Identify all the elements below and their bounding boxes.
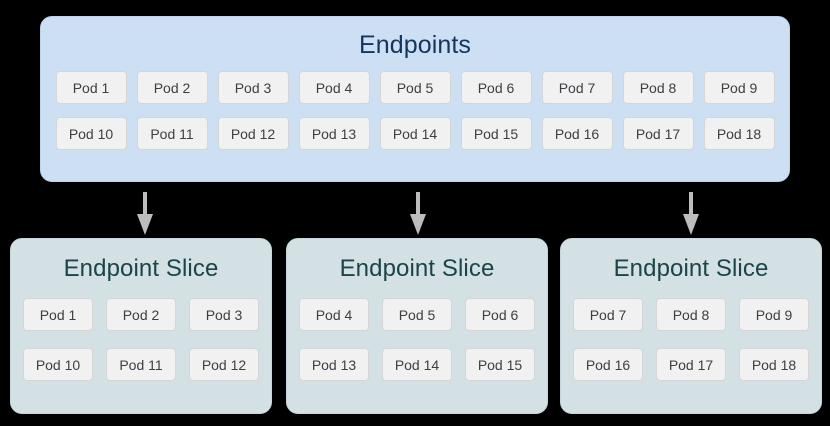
- pod-chip[interactable]: Pod 7: [541, 71, 613, 104]
- pod-chip[interactable]: Pod 11: [136, 117, 208, 150]
- arrow-down-icon: [407, 192, 429, 236]
- pod-chip[interactable]: Pod 5: [382, 298, 452, 331]
- pod-chip[interactable]: Pod 4: [299, 298, 369, 331]
- pod-chip[interactable]: Pod 3: [217, 71, 289, 104]
- pod-chip[interactable]: Pod 4: [298, 71, 370, 104]
- arrow-down-icon: [680, 192, 702, 236]
- pod-chip[interactable]: Pod 10: [55, 117, 127, 150]
- pod-chip[interactable]: Pod 5: [379, 71, 451, 104]
- pod-chip[interactable]: Pod 17: [622, 117, 694, 150]
- pod-chip[interactable]: Pod 9: [739, 298, 809, 331]
- pod-chip[interactable]: Pod 10: [23, 348, 93, 381]
- pod-chip[interactable]: Pod 15: [460, 117, 532, 150]
- endpoint-slice-panel-3: Endpoint Slice Pod 7 Pod 8 Pod 9 Pod 16 …: [560, 238, 822, 414]
- pod-chip[interactable]: Pod 1: [55, 71, 127, 104]
- pod-chip[interactable]: Pod 18: [703, 117, 775, 150]
- pod-chip[interactable]: Pod 14: [379, 117, 451, 150]
- slice-pod-row-2: Pod 16 Pod 17 Pod 18: [561, 348, 821, 381]
- pod-chip[interactable]: Pod 14: [382, 348, 452, 381]
- pod-chip[interactable]: Pod 16: [541, 117, 613, 150]
- pod-chip[interactable]: Pod 2: [106, 298, 176, 331]
- pod-chip[interactable]: Pod 9: [703, 71, 775, 104]
- pod-chip[interactable]: Pod 17: [656, 348, 726, 381]
- pod-chip[interactable]: Pod 13: [298, 117, 370, 150]
- endpoints-pod-row-1: Pod 1 Pod 2 Pod 3 Pod 4 Pod 5 Pod 6 Pod …: [41, 71, 789, 104]
- pod-chip[interactable]: Pod 8: [656, 298, 726, 331]
- pod-chip[interactable]: Pod 8: [622, 71, 694, 104]
- endpoints-panel: Endpoints Pod 1 Pod 2 Pod 3 Pod 4 Pod 5 …: [40, 16, 790, 182]
- pod-chip[interactable]: Pod 18: [739, 348, 809, 381]
- pod-chip[interactable]: Pod 3: [189, 298, 259, 331]
- pod-chip[interactable]: Pod 2: [136, 71, 208, 104]
- pod-chip[interactable]: Pod 12: [217, 117, 289, 150]
- slice-pod-row-2: Pod 13 Pod 14 Pod 15: [287, 348, 547, 381]
- pod-chip[interactable]: Pod 6: [460, 71, 532, 104]
- pod-chip[interactable]: Pod 7: [573, 298, 643, 331]
- endpoint-slice-title: Endpoint Slice: [613, 255, 769, 282]
- slice-pod-row-1: Pod 4 Pod 5 Pod 6: [287, 298, 547, 331]
- slice-pod-row-2: Pod 10 Pod 11 Pod 12: [11, 348, 271, 381]
- endpoints-title: Endpoints: [358, 31, 472, 59]
- pod-chip[interactable]: Pod 15: [465, 348, 535, 381]
- pod-chip[interactable]: Pod 1: [23, 298, 93, 331]
- endpoints-pod-row-2: Pod 10 Pod 11 Pod 12 Pod 13 Pod 14 Pod 1…: [41, 117, 789, 150]
- slice-pod-row-1: Pod 1 Pod 2 Pod 3: [11, 298, 271, 331]
- endpoint-slice-title: Endpoint Slice: [339, 255, 495, 282]
- endpoint-slice-panel-1: Endpoint Slice Pod 1 Pod 2 Pod 3 Pod 10 …: [10, 238, 272, 414]
- pod-chip[interactable]: Pod 12: [189, 348, 259, 381]
- pod-chip[interactable]: Pod 6: [465, 298, 535, 331]
- slice-pod-row-1: Pod 7 Pod 8 Pod 9: [561, 298, 821, 331]
- pod-chip[interactable]: Pod 13: [299, 348, 369, 381]
- arrow-down-icon: [134, 192, 156, 236]
- endpoint-slice-title: Endpoint Slice: [63, 255, 219, 282]
- pod-chip[interactable]: Pod 16: [573, 348, 643, 381]
- endpoint-slice-panel-2: Endpoint Slice Pod 4 Pod 5 Pod 6 Pod 13 …: [286, 238, 548, 414]
- pod-chip[interactable]: Pod 11: [106, 348, 176, 381]
